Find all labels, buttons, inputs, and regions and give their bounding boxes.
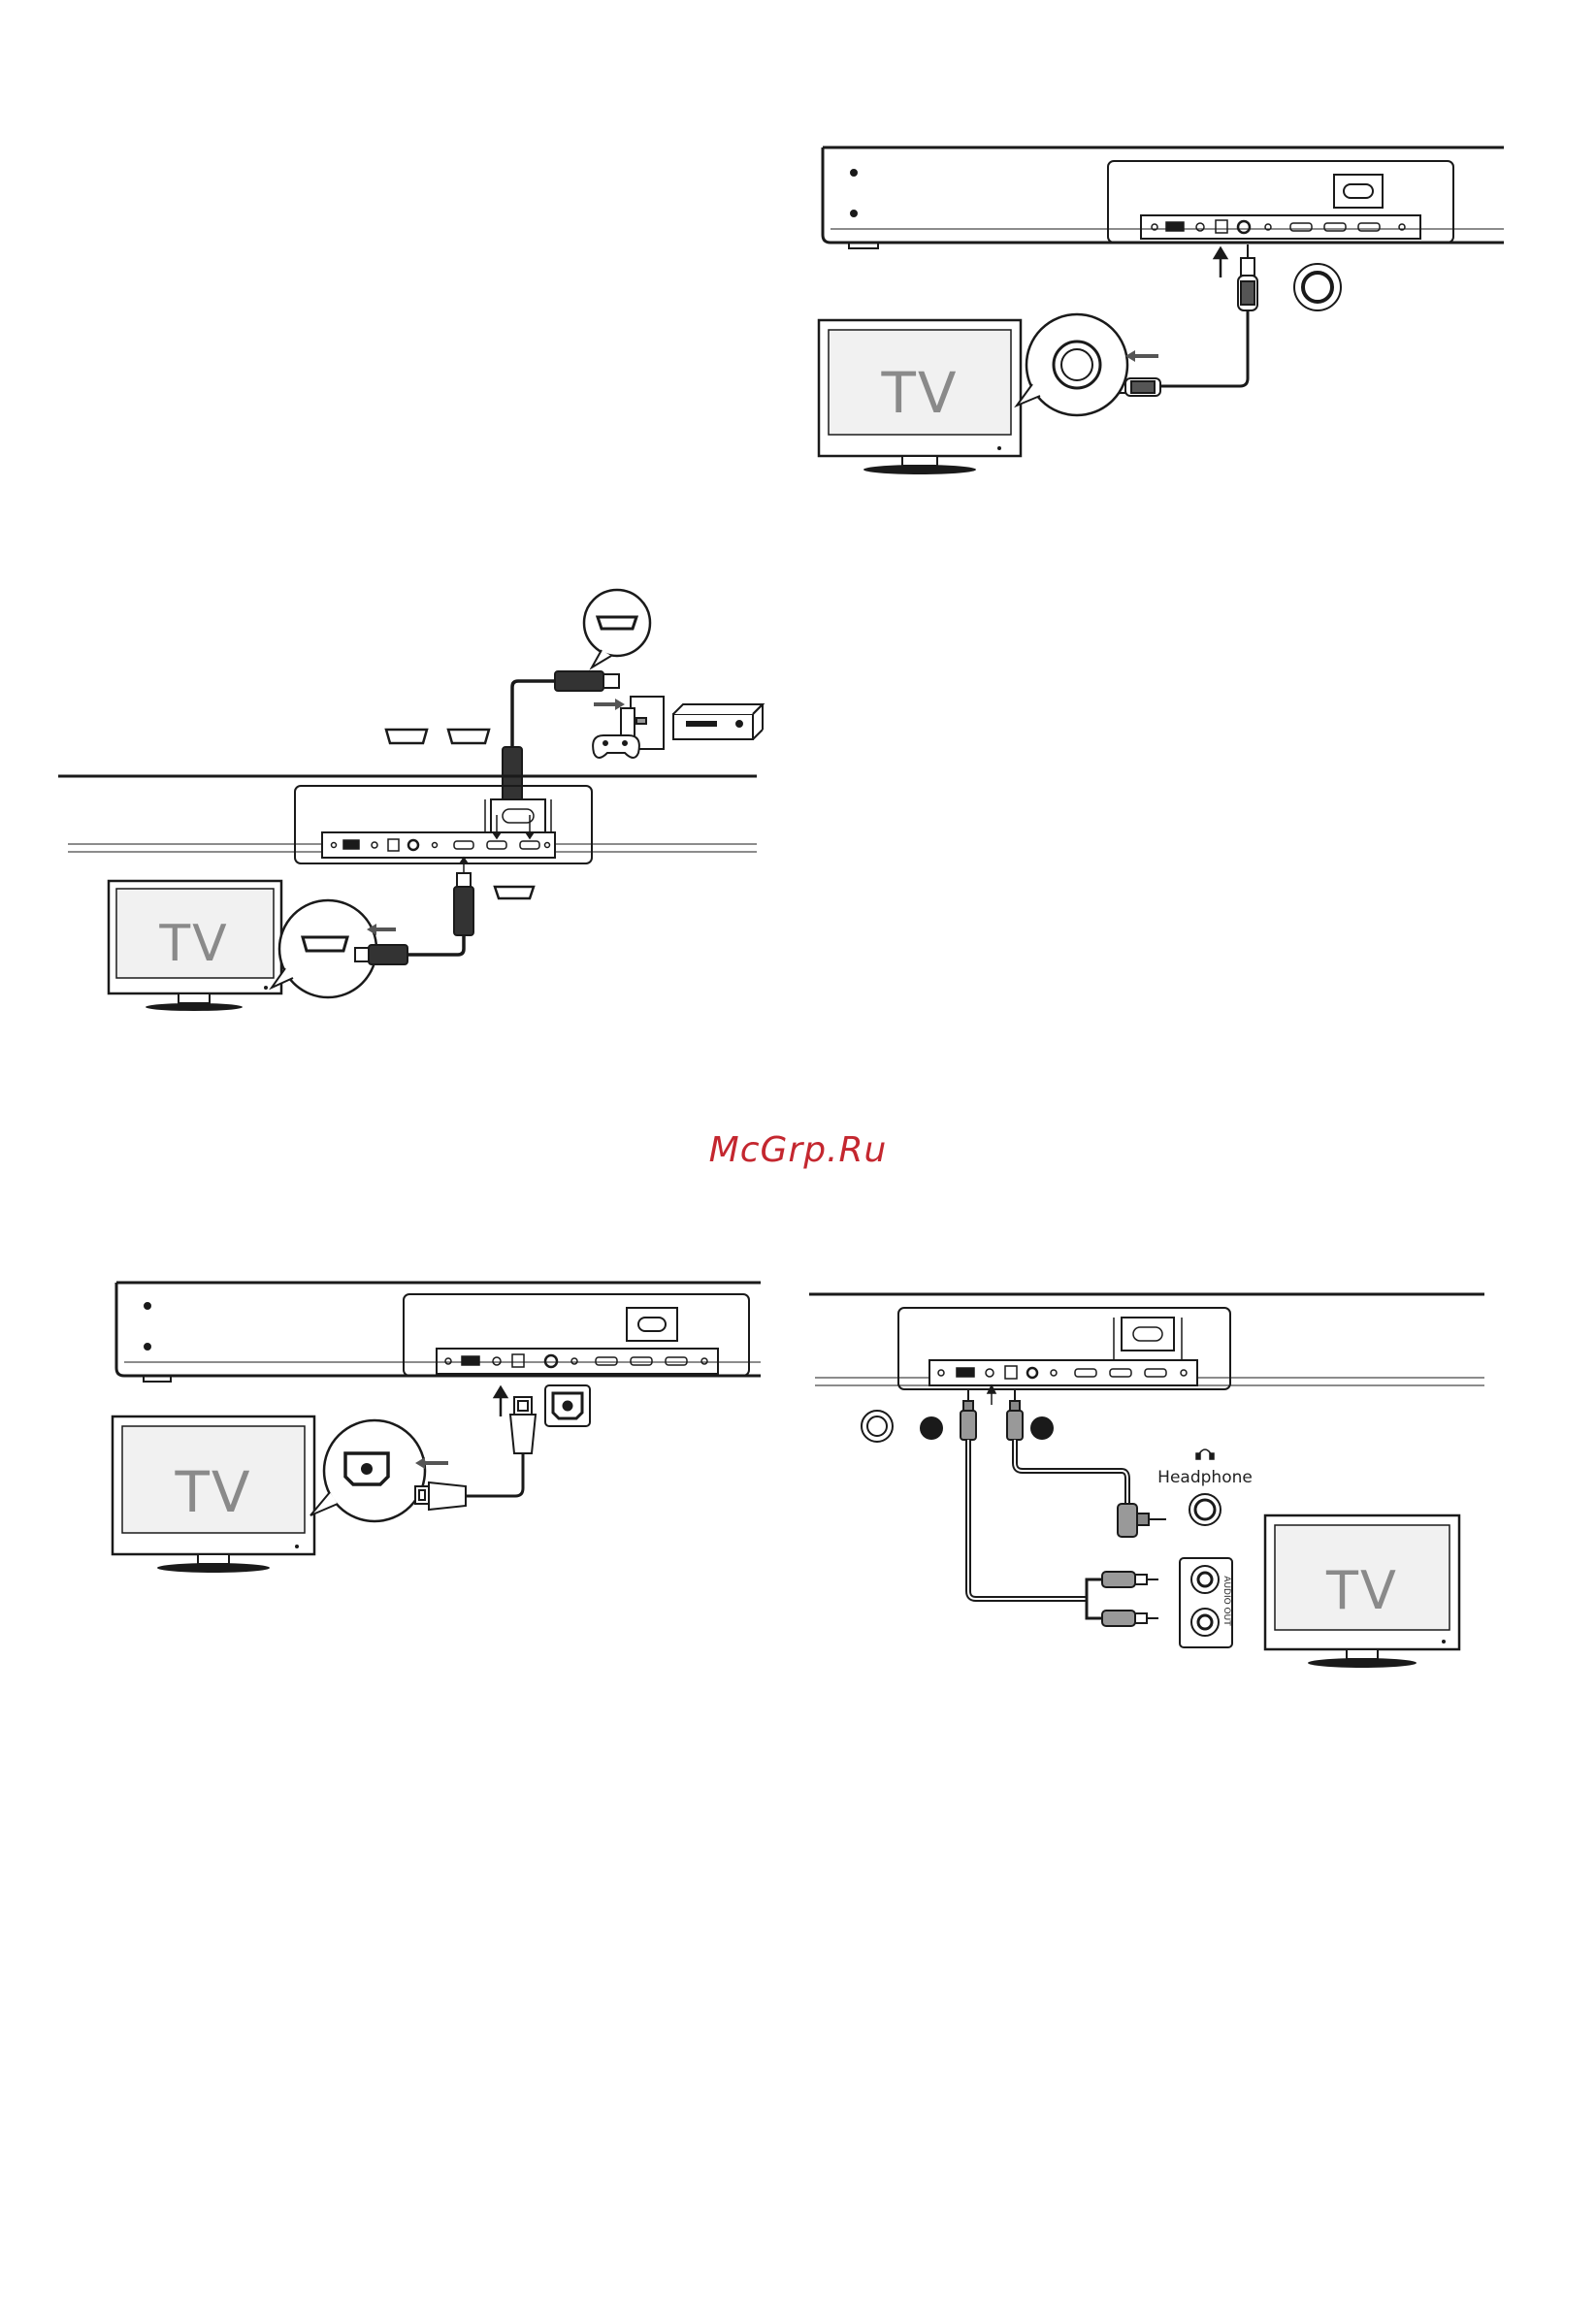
power-socket bbox=[1334, 175, 1383, 208]
hdmi-connection-diagram: TV bbox=[39, 582, 776, 1019]
tv: TV bbox=[109, 881, 281, 1011]
optical-port-icon bbox=[545, 1385, 590, 1426]
tv-label: TV bbox=[174, 1459, 251, 1525]
hdmi-plug-upper bbox=[555, 671, 619, 691]
headphone-label: Headphone bbox=[1157, 1468, 1253, 1487]
rca-plug-upper bbox=[1102, 1572, 1158, 1587]
aux-plug-left bbox=[961, 1389, 976, 1440]
optical-connection-diagram: TV bbox=[107, 1271, 776, 1581]
optical-plug-top bbox=[510, 1397, 536, 1453]
hdmi-plug-lower bbox=[454, 873, 473, 935]
hdmi-port-callout bbox=[584, 590, 650, 667]
arrow-left-icon bbox=[1125, 350, 1158, 362]
hdmi-plug-horizontal bbox=[355, 945, 407, 964]
tv: TV bbox=[1265, 1515, 1459, 1668]
rca-jack-panel: AUDIO OUT bbox=[1180, 1558, 1232, 1647]
dvd-player-icon bbox=[673, 704, 763, 739]
coaxial-callout bbox=[1017, 314, 1127, 415]
power-socket bbox=[491, 799, 545, 832]
watermark: McGrp.Ru bbox=[0, 1130, 1596, 1170]
optical-plug-left bbox=[415, 1482, 466, 1510]
aux-plug-right bbox=[1007, 1389, 1023, 1440]
arrow-up-icon bbox=[495, 1387, 506, 1416]
tv-label: TV bbox=[880, 360, 958, 426]
aux-headphone-connection-diagram: Headphone AUDIO OUT TV bbox=[805, 1281, 1504, 1678]
power-socket bbox=[1122, 1318, 1174, 1351]
tv: TV bbox=[819, 320, 1021, 474]
tv-label: TV bbox=[158, 915, 228, 973]
tv: TV bbox=[113, 1416, 314, 1573]
arrow-up-icon bbox=[1215, 248, 1226, 277]
headphone-icon bbox=[1196, 1449, 1214, 1459]
coaxial-connection-diagram: TV bbox=[815, 136, 1514, 485]
arrow-up-icon bbox=[460, 858, 468, 873]
hdmi-port-icon bbox=[495, 887, 534, 898]
audio-out-label: AUDIO OUT bbox=[1221, 1576, 1231, 1626]
game-controller-icon bbox=[593, 735, 639, 758]
rca-plug-lower bbox=[1102, 1611, 1158, 1626]
tv-label: TV bbox=[1325, 1560, 1398, 1621]
coaxial-plug-top bbox=[1238, 244, 1257, 310]
headphone-plug bbox=[1118, 1504, 1166, 1537]
power-socket bbox=[627, 1308, 677, 1341]
hdmi-port-icon bbox=[386, 730, 489, 743]
optical-callout bbox=[310, 1420, 425, 1521]
